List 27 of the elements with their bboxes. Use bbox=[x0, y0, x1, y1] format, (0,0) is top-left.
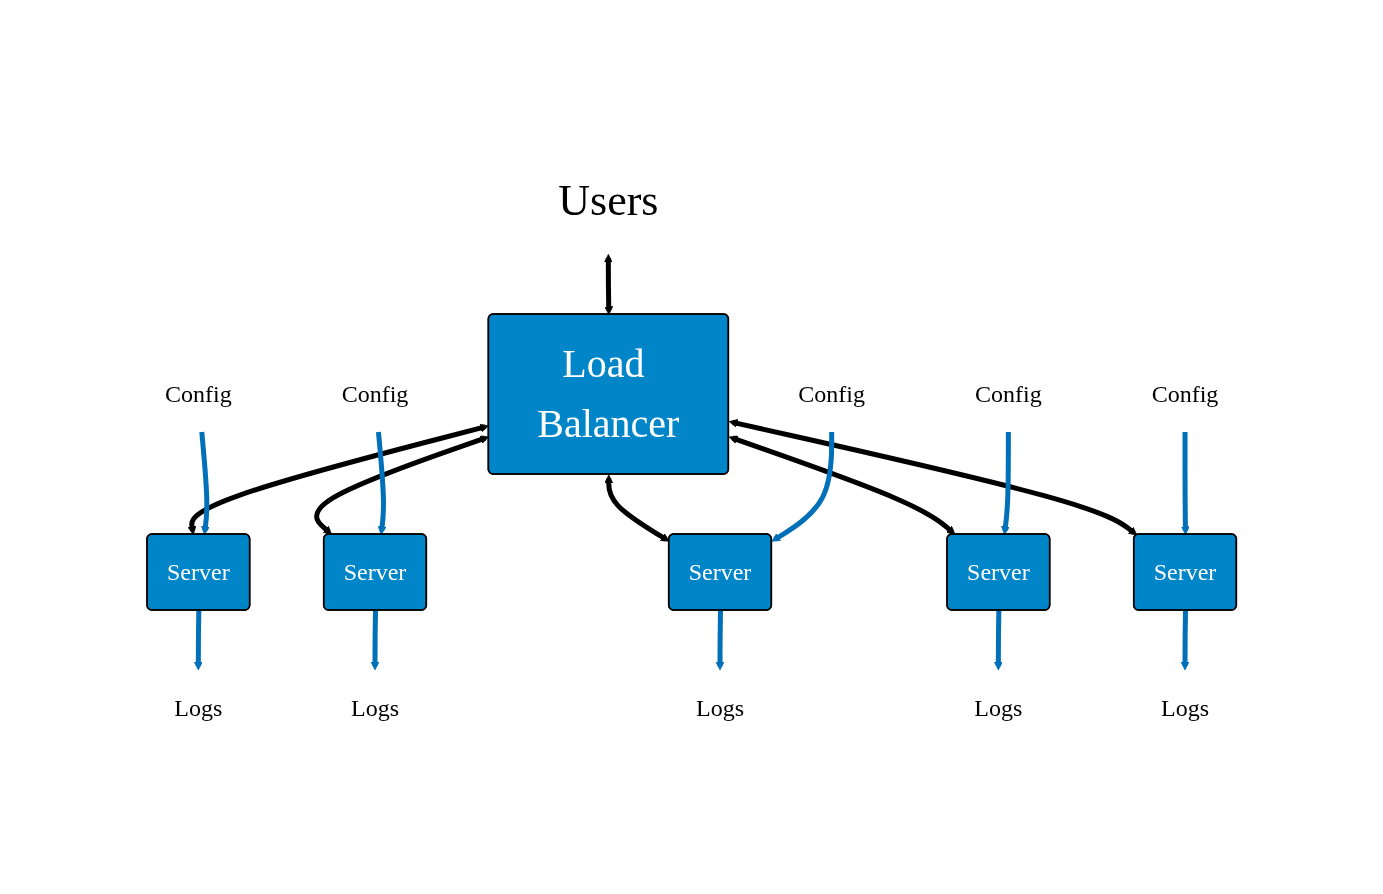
arrow bbox=[193, 610, 203, 671]
arrow bbox=[370, 610, 380, 671]
arrow bbox=[771, 432, 834, 542]
node-text: Logs bbox=[1160, 695, 1209, 721]
node-text: Config bbox=[164, 381, 232, 407]
arrow bbox=[199, 431, 210, 535]
node-text: Config bbox=[341, 381, 409, 407]
arrow bbox=[1000, 432, 1011, 535]
arrow bbox=[1180, 610, 1190, 671]
arrow bbox=[1180, 432, 1190, 535]
arrow bbox=[187, 423, 489, 535]
node-text: Config bbox=[974, 381, 1042, 407]
arrow bbox=[603, 254, 613, 315]
arrow bbox=[604, 474, 670, 542]
arrow bbox=[728, 419, 1138, 536]
node-text: Config bbox=[798, 381, 865, 407]
node-text: Logs bbox=[695, 695, 744, 721]
arrow bbox=[728, 435, 956, 535]
arrow bbox=[375, 431, 387, 535]
arrow bbox=[715, 610, 725, 671]
node-text: Logs bbox=[350, 695, 399, 721]
node-text: Config bbox=[1151, 381, 1219, 407]
arrow bbox=[314, 435, 489, 535]
node-text: Users bbox=[558, 176, 659, 225]
arrow bbox=[993, 610, 1003, 671]
node-text: Logs bbox=[174, 695, 223, 721]
node-text: Logs bbox=[974, 695, 1023, 721]
